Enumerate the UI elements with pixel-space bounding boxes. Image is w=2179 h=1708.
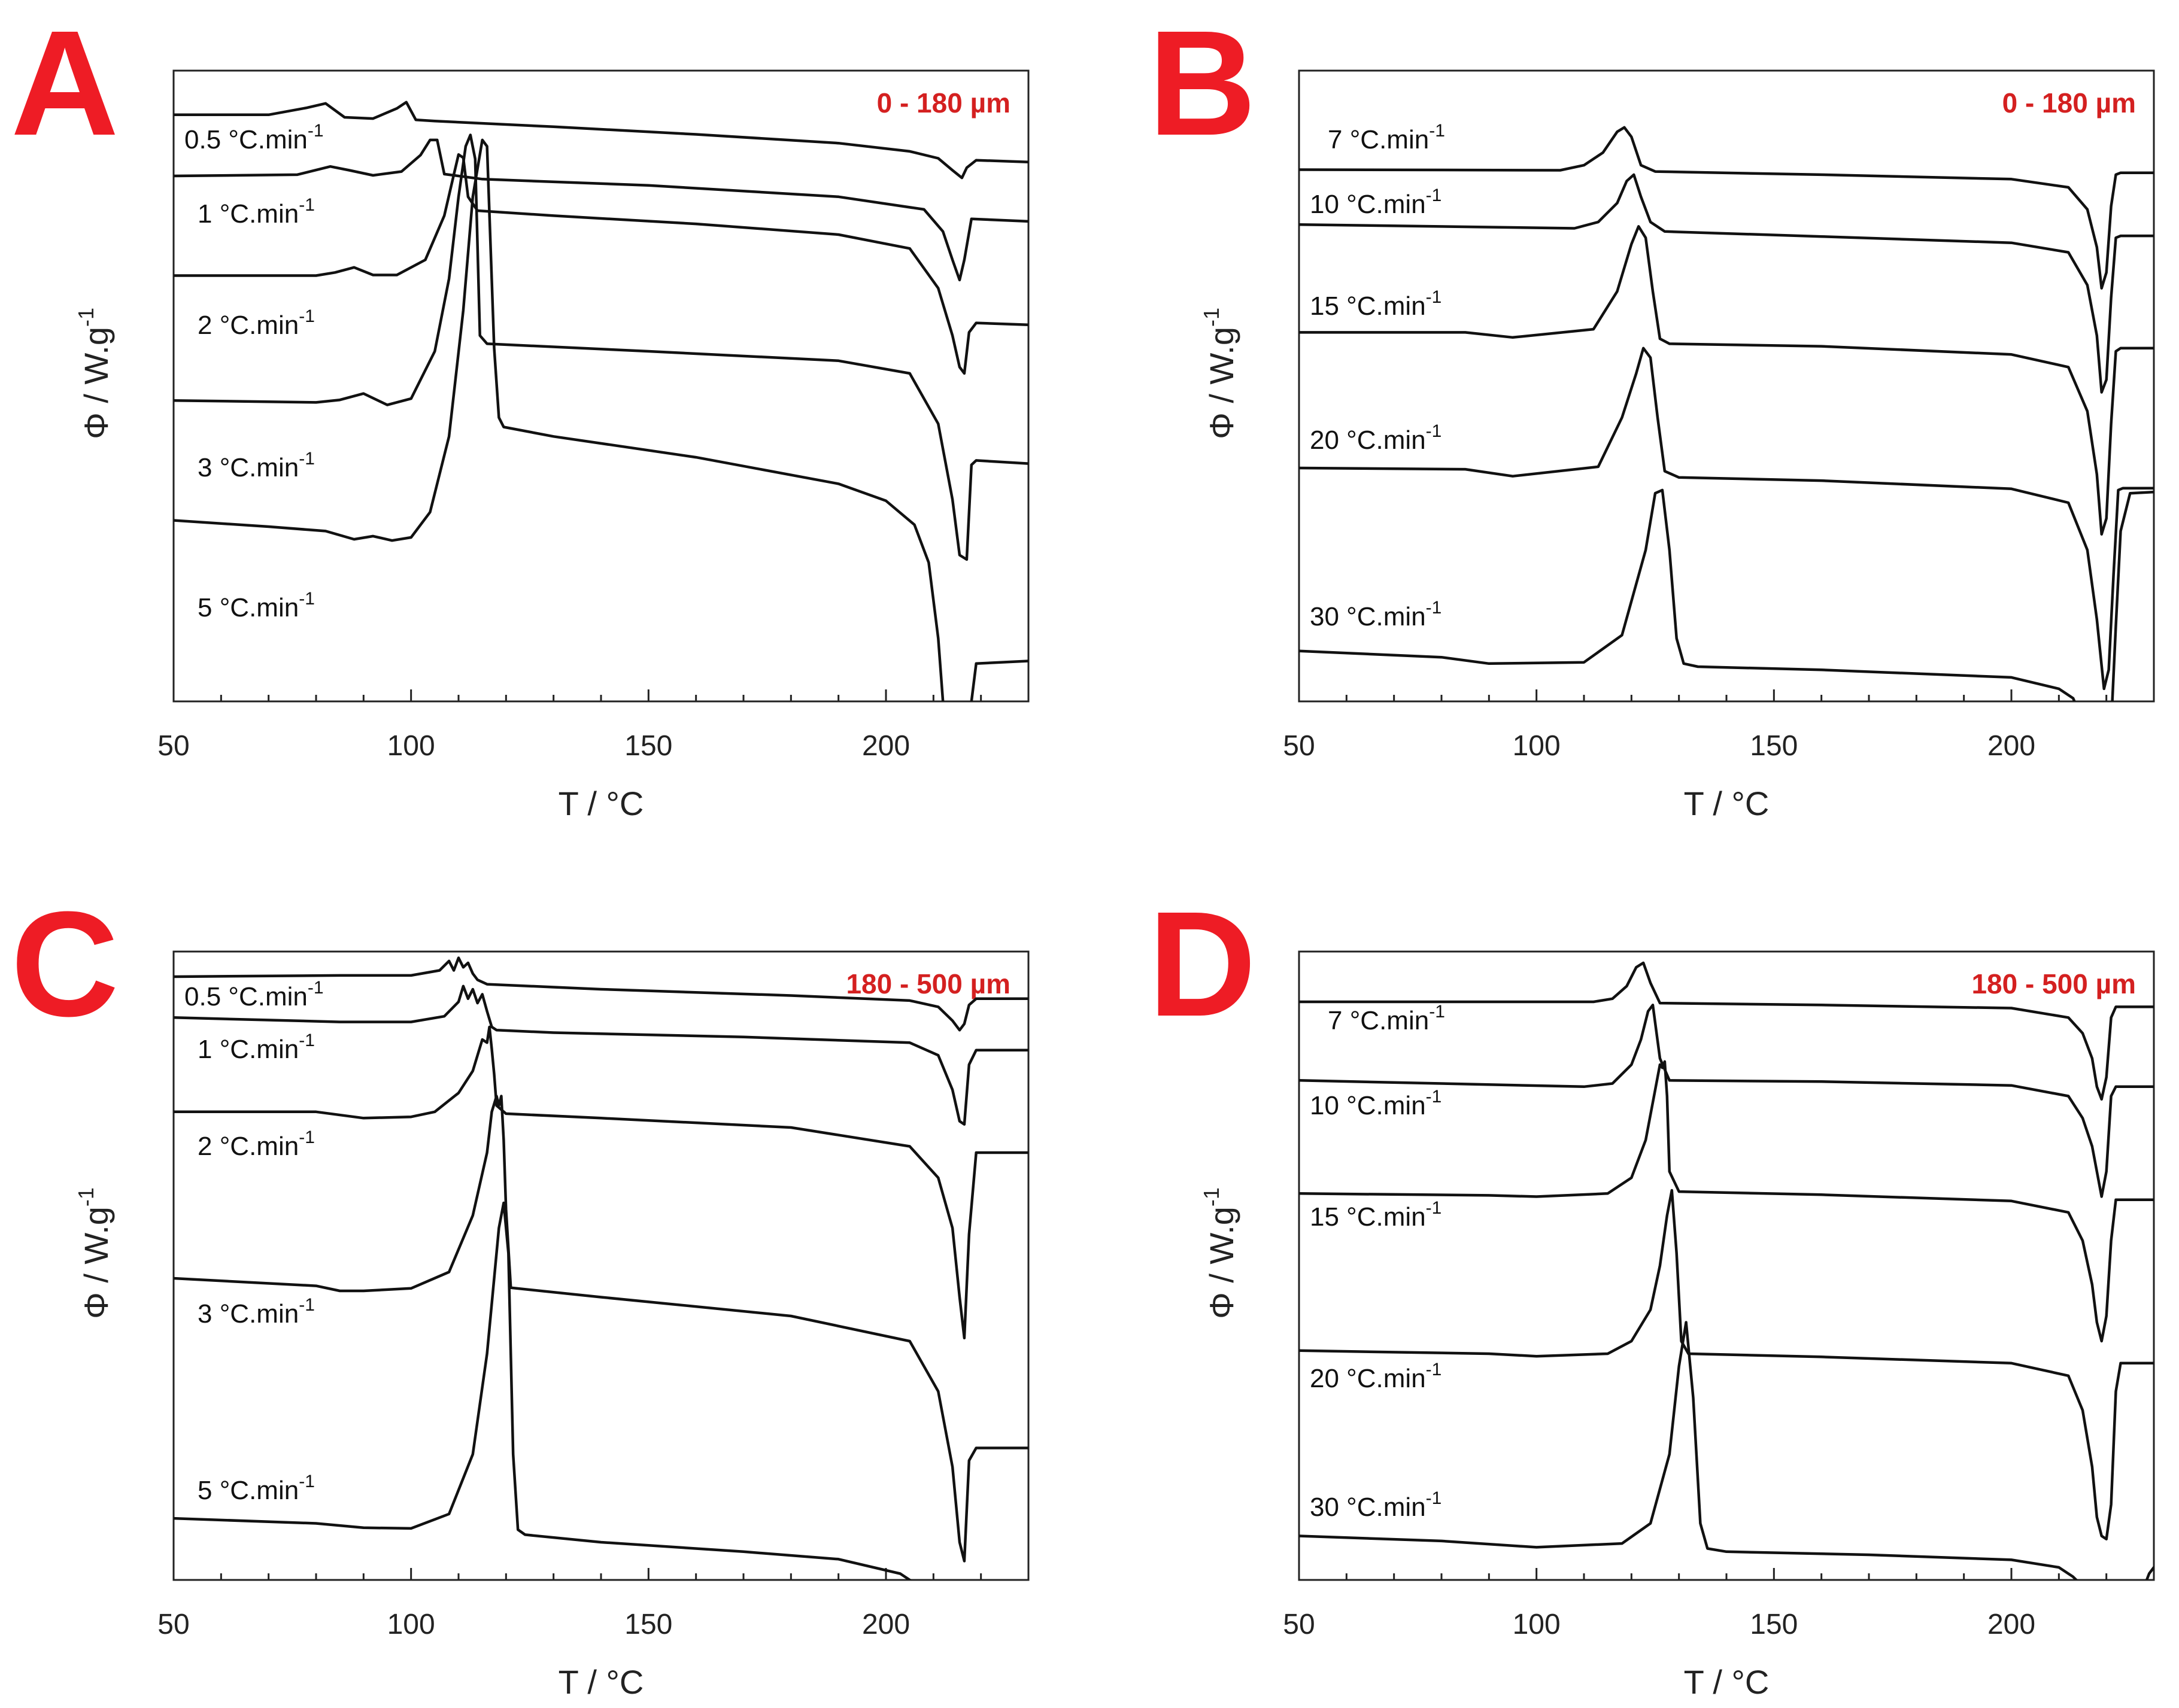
- trace-b-3: [1299, 347, 2154, 691]
- y-axis-label-b: Φ / W.g-1: [1199, 308, 1240, 439]
- x-tick-label-b-50: 50: [1283, 730, 1315, 762]
- x-tick-label-c-50: 50: [157, 1609, 189, 1640]
- trace-a-3: [174, 133, 1028, 561]
- x-tick-label-c-150: 150: [624, 1609, 672, 1640]
- x-tick-label-c-100: 100: [387, 1609, 435, 1640]
- trace-b-1: [1299, 173, 2154, 394]
- size-fraction-label-d: 180 - 500 µm: [1971, 968, 2136, 999]
- x-tick-label-d-150: 150: [1750, 1609, 1798, 1640]
- series-label-c-0: 0.5 °C.min-1: [184, 978, 324, 1011]
- trace-d-0: [1299, 961, 2154, 1101]
- series-label-a-3: 3 °C.min-1: [198, 449, 315, 482]
- x-tick-label-d-50: 50: [1283, 1609, 1315, 1640]
- series-label-a-2: 2 °C.min-1: [198, 306, 315, 340]
- series-label-a-4: 5 °C.min-1: [198, 589, 315, 622]
- size-fraction-label-b: 0 - 180 µm: [2002, 87, 2136, 118]
- trace-c-1: [174, 984, 1028, 1126]
- trace-a-4: [174, 138, 945, 701]
- plot-frame-d: [1298, 950, 2155, 1581]
- series-label-b-3: 20 °C.min-1: [1310, 421, 1441, 455]
- trace-b-2: [1299, 225, 2154, 536]
- trace-a-5: [970, 660, 1028, 701]
- x-tick-label-a-100: 100: [387, 730, 435, 762]
- x-axis-label-c: T / °C: [559, 1663, 644, 1701]
- trace-c-0: [174, 956, 1028, 1032]
- panel-letter-c: C: [11, 880, 119, 1047]
- x-tick-label-a-200: 200: [862, 730, 910, 762]
- trace-c-3: [174, 1095, 1028, 1563]
- panel-b: 50 100 150 200 T / °C Φ / W.g-1 0 - 180 µm 7 °C…: [1199, 69, 2155, 822]
- series-label-b-4: 30 °C.min-1: [1310, 598, 1441, 631]
- series-label-b-1: 10 °C.min-1: [1310, 186, 1441, 219]
- series-label-b-2: 15 °C.min-1: [1310, 287, 1441, 321]
- series-label-d-4: 30 °C.min-1: [1310, 1488, 1441, 1522]
- x-tick-label-c-200: 200: [862, 1609, 910, 1640]
- x-tick-label-d-100: 100: [1513, 1609, 1561, 1640]
- trace-d-5: [2145, 1566, 2154, 1580]
- trace-b-0: [1299, 126, 2154, 290]
- panel-d: 50 100 150 200 T / °C Φ / W.g-1 180 - 500 µm 7 …: [1199, 950, 2155, 1701]
- size-fraction-label-a: 0 - 180 µm: [877, 87, 1010, 118]
- panel-a: 50 100 150 200 T / °C Φ / W.g-1 0 - 180 µm 0.5 …: [74, 69, 1030, 822]
- trace-b-5: [2111, 490, 2154, 701]
- trace-d-3: [1299, 1189, 2154, 1541]
- trace-d-4: [1299, 1321, 2078, 1580]
- size-fraction-label-c: 180 - 500 µm: [846, 968, 1010, 999]
- series-label-c-1: 1 °C.min-1: [198, 1031, 315, 1064]
- trace-c-2: [174, 1025, 1028, 1340]
- series-label-d-3: 20 °C.min-1: [1310, 1360, 1441, 1393]
- series-label-c-4: 5 °C.min-1: [198, 1472, 315, 1505]
- trace-b-4: [1299, 488, 2076, 701]
- trace-d-1: [1299, 1004, 2154, 1198]
- x-tick-label-b-100: 100: [1513, 730, 1561, 762]
- series-label-b-0: 7 °C.min-1: [1328, 121, 1445, 154]
- x-tick-label-b-200: 200: [1987, 730, 2035, 762]
- series-label-c-3: 3 °C.min-1: [198, 1295, 315, 1329]
- panel-letter-a: A: [11, 0, 119, 166]
- x-tick-label-a-50: 50: [157, 730, 189, 762]
- trace-a-1: [174, 138, 1028, 282]
- series-label-d-1: 10 °C.min-1: [1310, 1087, 1441, 1120]
- panel-c: 50 100 150 200 T / °C Φ / W.g-1 180 - 500 µm 0.…: [74, 950, 1030, 1701]
- trace-a-0: [174, 101, 1028, 180]
- x-tick-label-d-200: 200: [1987, 1609, 2035, 1640]
- x-axis-label-b: T / °C: [1684, 785, 1770, 822]
- panel-letter-d: D: [1148, 880, 1257, 1047]
- series-label-a-1: 1 °C.min-1: [198, 195, 315, 229]
- trace-c-5: [976, 1582, 1028, 1595]
- y-axis-label-d: Φ / W.g-1: [1199, 1187, 1240, 1319]
- trace-c-4: [174, 1201, 912, 1580]
- x-tick-label-a-150: 150: [624, 730, 672, 762]
- series-label-d-2: 15 °C.min-1: [1310, 1198, 1441, 1232]
- y-axis-label-c: Φ / W.g-1: [74, 1187, 115, 1319]
- panel-letter-b: B: [1148, 0, 1257, 166]
- trace-a-2: [174, 153, 1028, 375]
- y-axis-label-a: Φ / W.g-1: [74, 308, 115, 439]
- series-label-a-0: 0.5 °C.min-1: [184, 121, 324, 154]
- series-label-c-2: 2 °C.min-1: [198, 1127, 315, 1161]
- x-axis-label-d: T / °C: [1684, 1663, 1770, 1701]
- trace-d-2: [1299, 1060, 2154, 1343]
- x-axis-label-a: T / °C: [559, 785, 644, 822]
- series-label-d-0: 7 °C.min-1: [1328, 1002, 1445, 1035]
- x-tick-label-b-150: 150: [1750, 730, 1798, 762]
